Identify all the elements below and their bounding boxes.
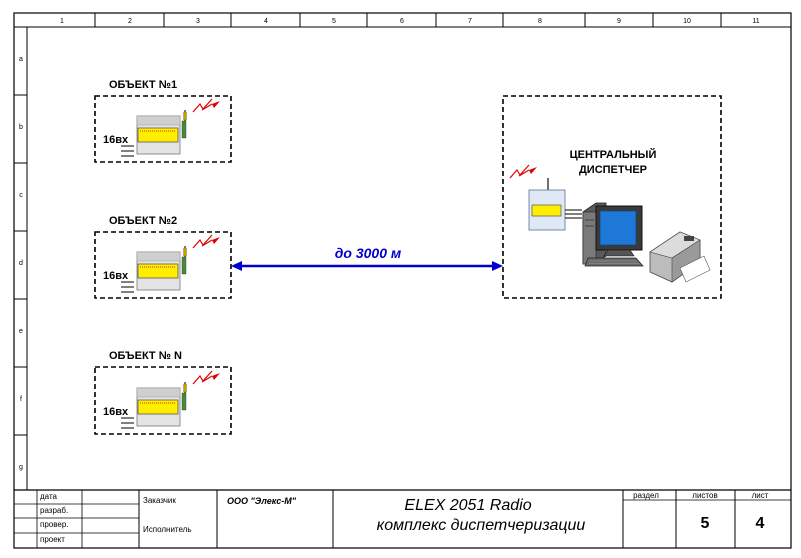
label-checker: провер.	[40, 520, 69, 529]
receiver-device	[509, 164, 582, 231]
label-developer: разраб.	[40, 506, 68, 515]
column-ruler	[94, 13, 722, 27]
monitor-icon	[595, 205, 643, 257]
radio-signal-icon	[509, 164, 537, 179]
row-ruler	[14, 94, 27, 436]
row-label: c	[19, 192, 23, 199]
label-date: дата	[40, 492, 58, 501]
sheet-number-value: 4	[756, 515, 765, 532]
column-label: 7	[468, 18, 472, 25]
object-title: ОБЪЕКТ № N	[109, 350, 182, 362]
column-label: 8	[538, 18, 542, 25]
sheet-frame	[13, 12, 792, 549]
display-panel	[137, 399, 179, 415]
row-label: g	[19, 464, 23, 471]
dispatcher-title-line2: ДИСПЕТЧЕР	[579, 164, 647, 176]
arrow-left-icon	[231, 261, 242, 271]
company-name: ООО "Элекс-М"	[227, 496, 297, 506]
label-executor: Исполнитель	[143, 525, 192, 534]
column-label: 4	[264, 18, 268, 25]
column-label: 1	[60, 18, 64, 25]
object-boundary	[94, 95, 232, 163]
column-label: 3	[196, 18, 200, 25]
title-block: дата разраб. провер. проект Заказчик Исп…	[14, 489, 791, 548]
row-label: d	[19, 260, 23, 267]
printer-icon	[649, 231, 711, 283]
object-title: ОБЪЕКТ №2	[109, 215, 177, 227]
inputs-label: 16вх	[103, 134, 129, 146]
display-panel	[137, 263, 179, 279]
radio-signal-icon	[192, 370, 220, 385]
row-label: e	[19, 328, 23, 335]
controller-device	[136, 110, 187, 155]
row-label: b	[19, 124, 23, 131]
drawing-title-line1: ELEX 2051 Radio	[404, 497, 531, 514]
column-label: 6	[400, 18, 404, 25]
object-title: ОБЪЕКТ №1	[109, 79, 177, 91]
sheets-total-value: 5	[701, 515, 710, 532]
central-dispatcher: ЦЕНТРАЛЬНЫЙ ДИСПЕТЧЕР	[502, 95, 722, 299]
column-label: 5	[332, 18, 336, 25]
label-project: проект	[40, 535, 65, 544]
column-label: 11	[752, 18, 759, 25]
dispatcher-title-line1: ЦЕНТРАЛЬНЫЙ	[570, 148, 657, 161]
object-2: ОБЪЕКТ №2 16вх	[94, 215, 232, 299]
object-boundary	[94, 366, 232, 435]
radio-signal-icon	[192, 98, 220, 113]
object-n: ОБЪЕКТ № N 16вх	[94, 350, 232, 435]
column-label: 9	[617, 18, 621, 25]
row-label: f	[20, 396, 22, 403]
monitor-screen	[599, 210, 637, 246]
drawing-title-line2: комплекс диспетчеризации	[377, 517, 586, 534]
inputs-label: 16вх	[103, 270, 129, 282]
label-sheets-total: листов	[692, 491, 717, 500]
keyboard-icon	[584, 257, 644, 267]
label-section: раздел	[633, 491, 659, 500]
controller-device	[136, 382, 187, 427]
arrow-right-icon	[492, 261, 503, 271]
column-label: 2	[128, 18, 132, 25]
controller-device	[136, 246, 187, 291]
column-label: 10	[683, 18, 691, 25]
dispatcher-boundary	[502, 95, 722, 299]
display-panel	[137, 127, 179, 143]
radio-link: до 3000 м	[231, 245, 503, 271]
radio-signal-icon	[192, 234, 220, 249]
row-label: a	[19, 56, 23, 63]
display-panel	[531, 204, 562, 217]
distance-label: до 3000 м	[335, 245, 402, 261]
label-sheet-number: лист	[752, 491, 769, 500]
object-boundary	[94, 231, 232, 299]
object-1: ОБЪЕКТ №1 16вх	[94, 79, 232, 163]
inputs-label: 16вх	[103, 406, 129, 418]
label-customer: Заказчик	[143, 496, 176, 505]
